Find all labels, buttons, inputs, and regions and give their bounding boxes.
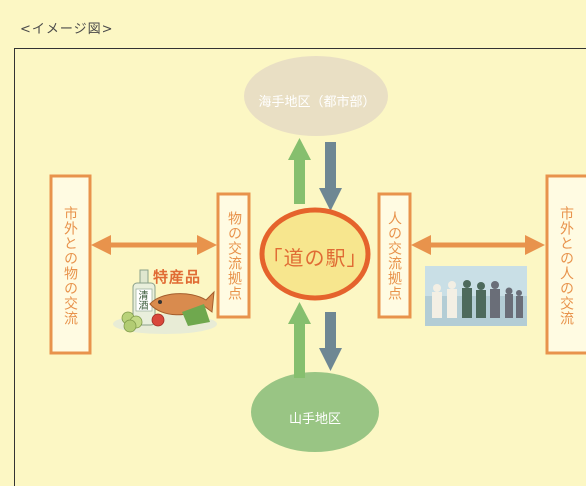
- center-ellipse: [259, 207, 371, 301]
- arrow-center-to-top: [288, 138, 311, 204]
- outer-right-label: 市外との人の交流: [558, 205, 574, 326]
- inner-right-label: 人の交流拠点: [386, 211, 402, 301]
- bottom-area-ellipse: [251, 372, 379, 452]
- specialty-products-label: 特産品: [153, 268, 202, 286]
- top-area-ellipse: [244, 56, 388, 136]
- arrow-center-to-bottom: [319, 312, 342, 371]
- bottom-area-label: 山手地区: [288, 412, 341, 427]
- inner-left-box: [216, 192, 251, 319]
- outer-left-label: 市外との物の交流: [62, 205, 78, 326]
- sake-bottle-label: 清酒: [136, 290, 147, 310]
- arrow-top-to-center: [319, 142, 342, 211]
- outer-left-box: [49, 174, 92, 355]
- arrow-bottom-to-center: [288, 302, 311, 378]
- inner-right-box: [377, 192, 412, 319]
- people-photo: [425, 266, 527, 326]
- inner-left-label: 物の交流拠点: [226, 211, 242, 301]
- center-label: 「道の駅」: [262, 246, 368, 270]
- diagram-caption: <イメージ図>: [20, 22, 114, 37]
- top-area-label: 海手地区（都市部）: [258, 95, 376, 110]
- specialty-products-illustration: [113, 269, 217, 334]
- outer-right-box: [545, 174, 586, 355]
